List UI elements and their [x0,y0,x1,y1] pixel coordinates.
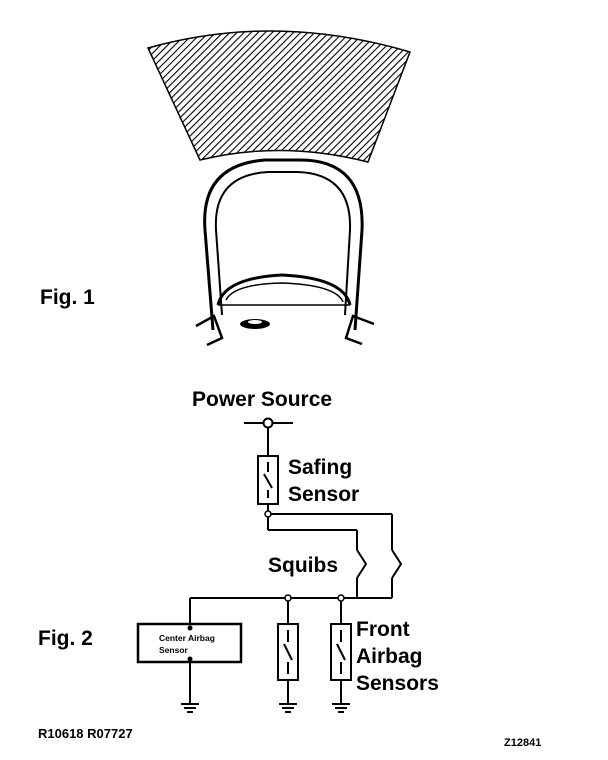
safing-sensor-switch [257,455,279,505]
center-airbag-sensor: Center Airbag Sensor [136,622,243,664]
safing-sensor-label-2: Sensor [288,483,359,506]
footer-right-code: Z12841 [504,737,541,749]
front-sensor-switch-1 [277,623,299,681]
power-terminal [262,417,274,429]
safing-sensor-label-1: Safing [288,456,352,479]
right-bracket [344,314,375,346]
circuit-lines [189,422,403,703]
center-sensor-label-2: Sensor [159,645,189,655]
ground-symbol-center [181,703,199,713]
front-sensors-label-2: Airbag [356,645,423,668]
junction-bus-front1 [284,594,292,602]
fig1-illustration [146,30,411,347]
module-opening [216,273,352,306]
fig1-label: Fig. 1 [40,286,95,309]
power-source-label: Power Source [192,388,332,411]
left-bracket [195,314,224,347]
footer-left-code: R10618 R07727 [38,726,133,741]
ground-symbol-front2 [332,703,350,713]
center-sensor-label-1: Center Airbag [159,633,215,643]
ground-symbol-front1 [279,703,297,713]
module-inner-outline [214,171,352,316]
junction-bus-front2 [337,594,345,602]
junction-safing [264,510,272,518]
fig2-label: Fig. 2 [38,627,93,650]
squibs-label: Squibs [268,554,338,577]
front-sensors-label-1: Front [356,618,410,641]
deploy-zone-hatch [146,30,411,163]
front-sensor-switch-2 [330,623,352,681]
front-sensors-label-3: Sensors [356,672,439,695]
